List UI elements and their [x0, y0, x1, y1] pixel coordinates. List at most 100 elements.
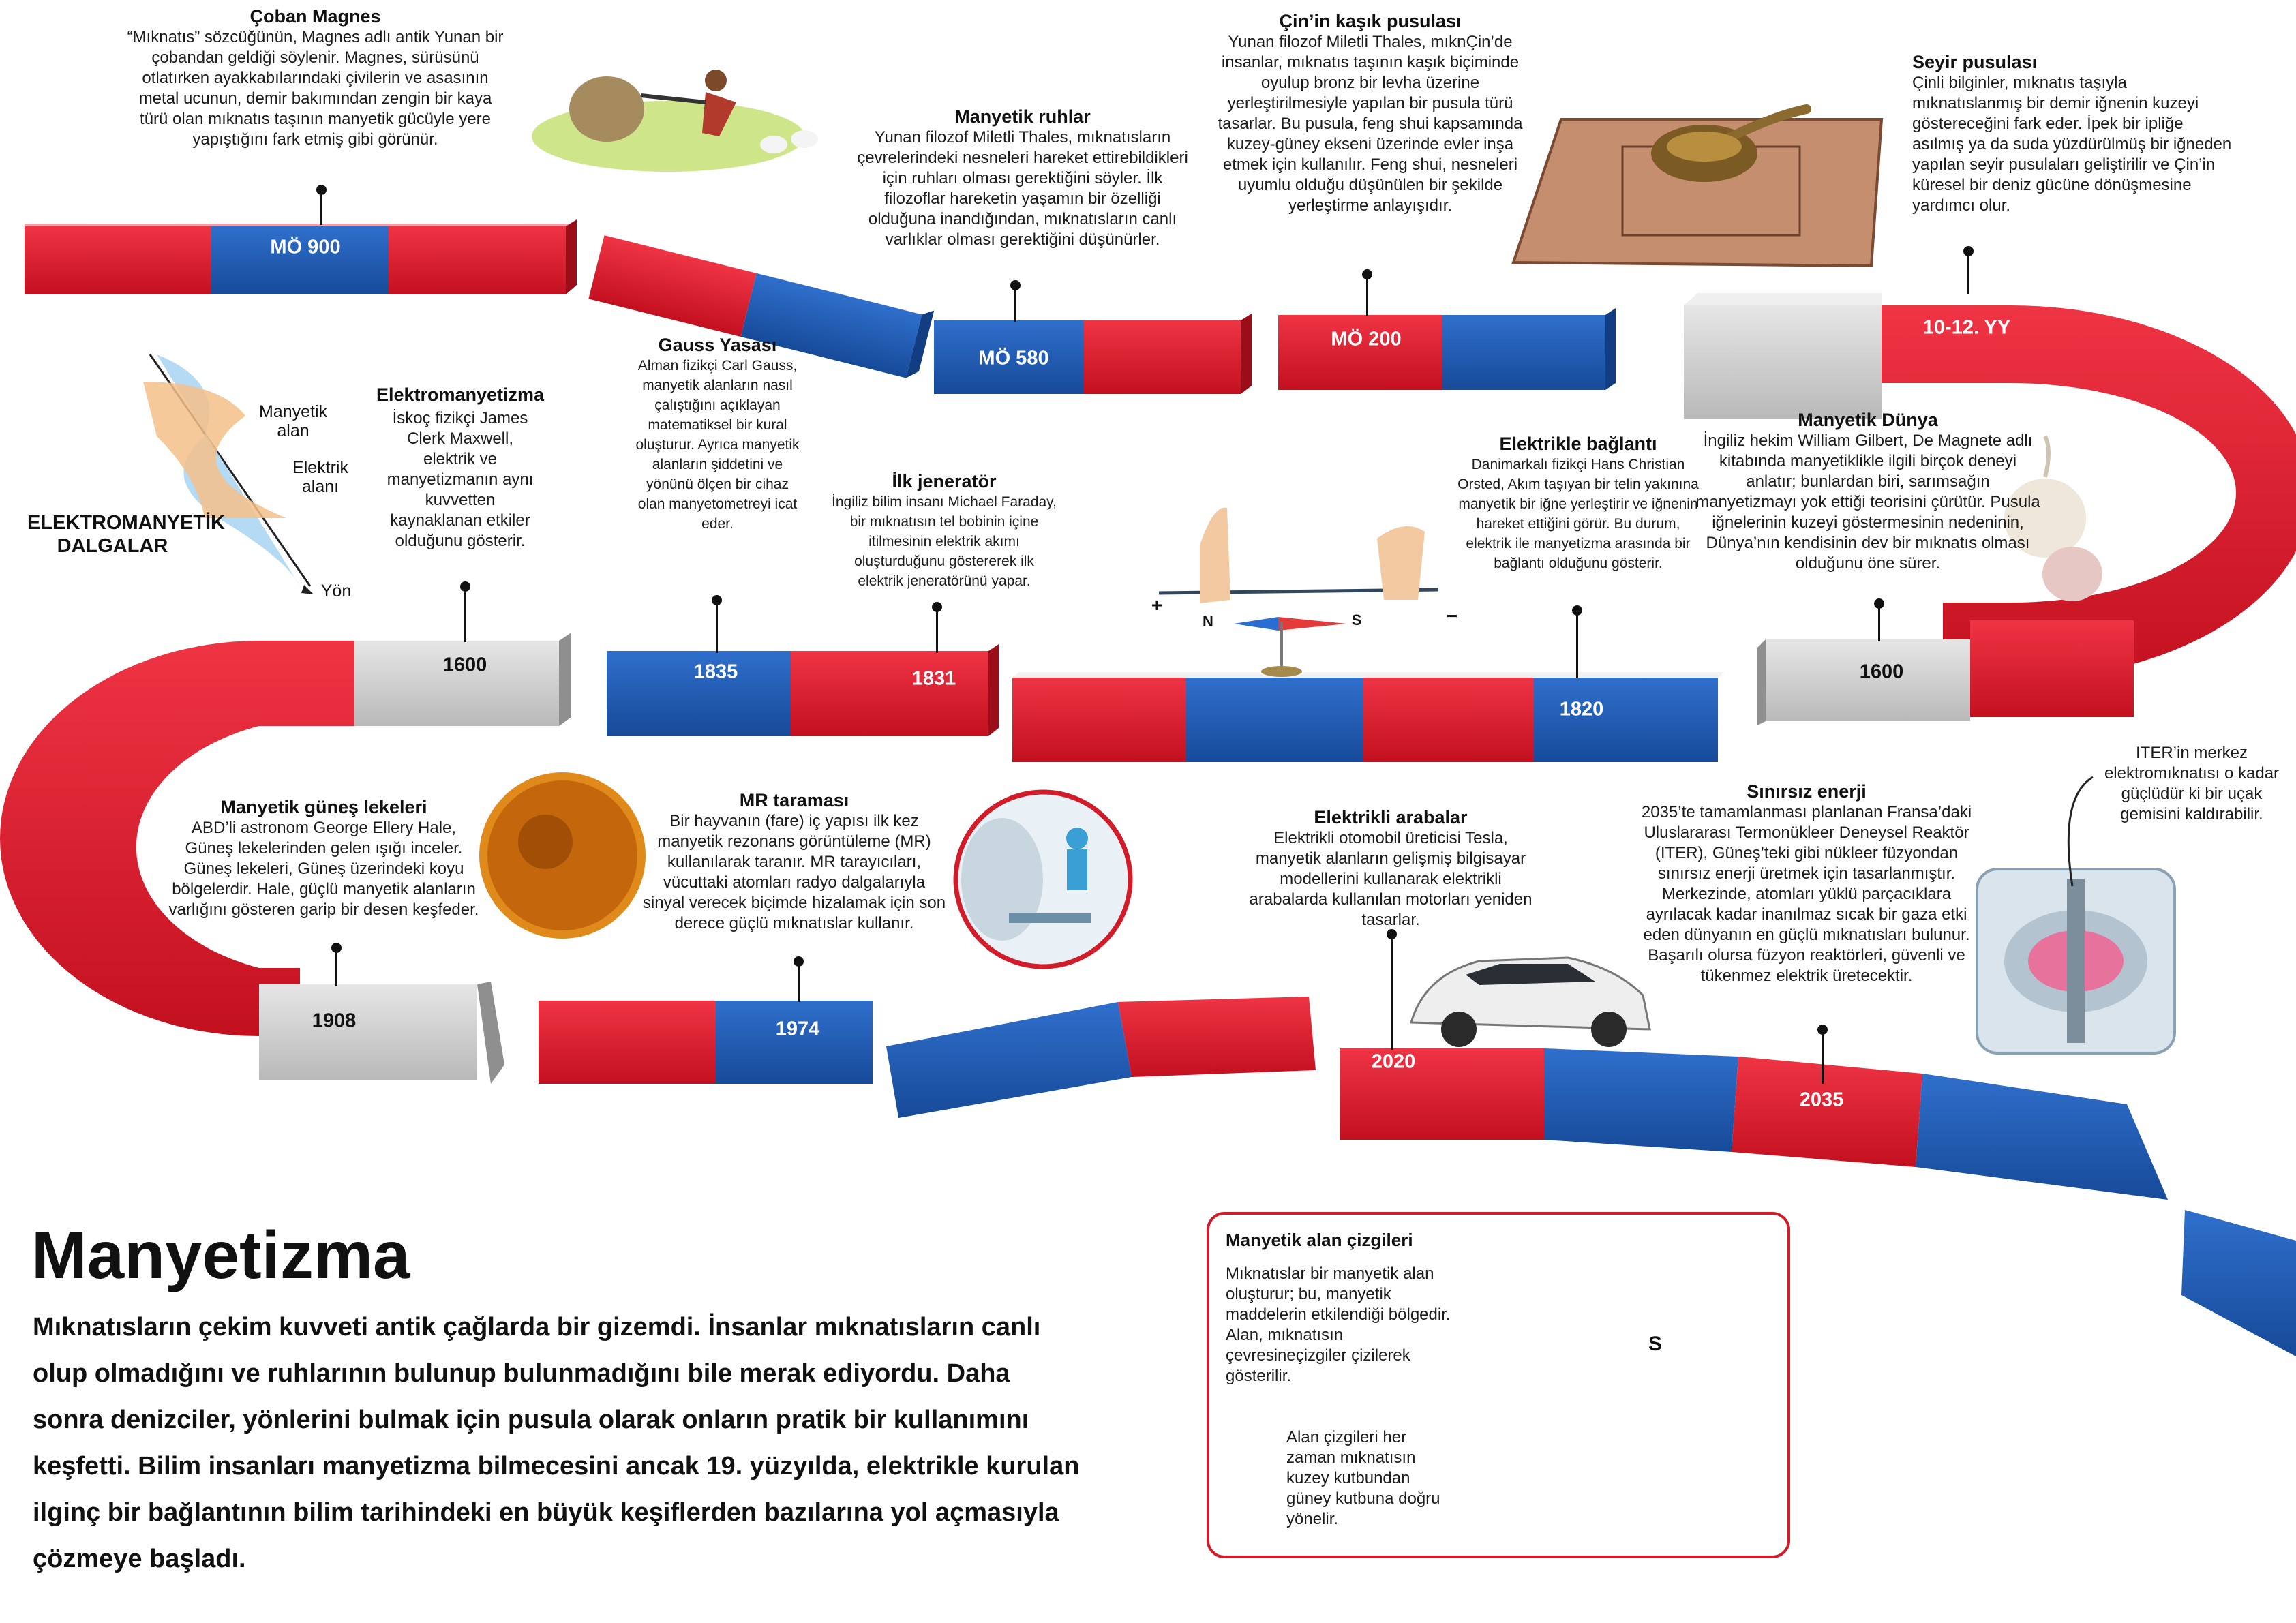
garlic-illustration — [2004, 435, 2102, 601]
event-ilk-jenerator: İlk jeneratör İngiliz bilim insanı Micha… — [832, 470, 1057, 591]
magnet-bar-tilted — [588, 235, 935, 378]
magnet-u-right — [1684, 293, 2296, 680]
magnet-bar-mo580 — [934, 314, 1252, 394]
magnet-bar-mid-bottom — [886, 997, 1316, 1118]
date-label-10-12yy: 10-12. YY — [1922, 316, 2011, 339]
date-label-2020: 2020 — [1371, 1050, 1416, 1073]
em-wave-illustration — [143, 354, 314, 594]
event-kasik-pusulasi: Çin’in kaşık pusulası Yunan filozof Mile… — [1213, 10, 1527, 216]
leader-1974 — [794, 956, 804, 1002]
iter-note: ITER’in merkez elektromıknatısı o kadar … — [2103, 743, 2280, 825]
event-text: Elektrikli otomobil üreticisi Tesla, man… — [1249, 829, 1532, 929]
event-text: İngiliz bilim insanı Michael Faraday, bi… — [832, 494, 1057, 589]
event-elektrikle-baglanti: Elektrikle bağlantı Danimarkalı fizikçi … — [1452, 433, 1704, 573]
field-box-title: Manyetik alan çizgileri — [1226, 1230, 1413, 1250]
spoon-compass-illustration — [1511, 104, 1884, 268]
mri-illustration — [953, 789, 1133, 969]
event-coban-magnes: Çoban Magnes “Mıknatıs” sözcüğünün, Magn… — [126, 5, 504, 150]
leader-mo900 — [316, 185, 327, 225]
wire-minus-mark: − — [1446, 605, 1458, 626]
date-label-mo900: MÖ 900 — [270, 236, 341, 258]
event-title: Manyetik ruhlar — [954, 106, 1091, 127]
event-title: Manyetik güneş lekeleri — [220, 797, 427, 817]
magnet-bar-mo900 — [25, 219, 577, 294]
event-text: ABD’li astronom George Ellery Hale, Güne… — [168, 819, 479, 919]
magnet-bar-1600-right — [1757, 620, 2134, 725]
date-label-1831: 1831 — [911, 667, 956, 690]
event-seyir-pusulasi: Seyir pusulası Çinli bilginler, mıknatıs… — [1905, 51, 2233, 216]
leader-10-12yy — [1963, 246, 1974, 294]
magnet-south-label: S — [1648, 1333, 1663, 1355]
event-title: Çoban Magnes — [250, 6, 381, 27]
intro-paragraph: Mıknatısların çekim kuvveti antik çağlar… — [33, 1313, 1080, 1573]
em-direction-label: Yön — [320, 581, 352, 601]
date-label-1820: 1820 — [1559, 698, 1604, 721]
leader-1835 — [712, 595, 722, 653]
magnet-north-label: N — [1543, 1333, 1558, 1355]
leader-1908 — [331, 943, 342, 986]
event-text: Yunan filozof Miletli Thales, mıknÇin’de… — [1218, 33, 1523, 215]
em-electric-label: Elektrik alanı — [292, 458, 348, 496]
magnet-bar-2020-2035 — [1340, 1048, 2168, 1200]
iter-note-text: ITER’in merkez elektromıknatısı o kadar … — [2104, 744, 2280, 823]
event-elektromanyetizma: Elektromanyetizma İskoç fizikçi James Cl… — [368, 384, 552, 551]
car-illustration — [1410, 956, 1651, 1047]
field-lines-box: Manyetik alan çizgileri Mıknatıslar bir … — [1207, 1212, 1790, 1558]
em-magnetic-label: Manyetik alan — [258, 402, 328, 440]
date-label-1835: 1835 — [693, 661, 738, 683]
event-text: Çinli bilginler, mıknatıs taşıyla mıknat… — [1912, 74, 2232, 215]
event-text: Bir hayvanın (fare) iç yapısı ilk kez ma… — [642, 812, 946, 932]
needle-south-mark: S — [1351, 611, 1362, 628]
event-text: Alman fizikçi Carl Gauss, manyetik alanl… — [635, 358, 800, 532]
event-mr-taramasi: MR taraması Bir hayvanın (fare) iç yapıs… — [641, 789, 948, 934]
event-title: Sınırsız enerji — [1747, 781, 1867, 802]
event-text: 2035’te tamamlanması planlanan Fransa’da… — [1641, 803, 1972, 985]
event-elektrikli-arabalar: Elektrikli arabalar Elektrikli otomobil … — [1241, 806, 1541, 930]
date-label-mo200: MÖ 200 — [1331, 328, 1402, 350]
event-title: İlk jeneratör — [892, 471, 997, 491]
page-title: Manyetizma — [31, 1217, 410, 1292]
date-label-1974: 1974 — [775, 1018, 820, 1040]
magnet-u-left — [0, 633, 571, 1036]
sun-illustration — [479, 772, 646, 939]
event-title: Elektromanyetizma — [376, 384, 545, 405]
event-gauss-yasasi: Gauss Yasası Alman fizikçi Carl Gauss, m… — [634, 334, 801, 534]
wire-plus-mark: + — [1151, 594, 1163, 616]
em-waves-title: ELEKTROMANYETİK DALGALAR — [27, 512, 225, 557]
event-title: Elektrikle bağlantı — [1499, 434, 1657, 454]
event-text: Danimarkalı fizikçi Hans Christian Orste… — [1457, 457, 1699, 571]
magnet-bar-mo200 — [1278, 308, 1616, 390]
iter-reactor-illustration — [1976, 868, 2176, 1055]
event-text: “Mıknatıs” sözcüğünün, Magnes adlı antik… — [127, 28, 504, 149]
event-title: Seyir pusulası — [1912, 52, 2038, 72]
date-label-2035: 2035 — [1799, 1089, 1844, 1111]
event-title: Elektrikli arabalar — [1314, 807, 1468, 828]
event-title: MR taraması — [739, 790, 849, 810]
event-title: Gauss Yasası — [658, 335, 777, 355]
date-label-1908: 1908 — [312, 1010, 357, 1032]
date-label-1600-right: 1600 — [1859, 661, 1904, 683]
event-manyetik-ruhlar: Manyetik ruhlar Yunan filozof Miletli Th… — [856, 106, 1190, 250]
magnet-bar-1974 — [539, 1001, 873, 1084]
leader-mo200 — [1362, 269, 1372, 316]
field-box-text-1: Mıknatıslar bir manyetik alan oluşturur;… — [1226, 1264, 1451, 1385]
event-gunes-lekeleri: Manyetik güneş lekeleri ABD’li astronom … — [167, 796, 481, 920]
magnet-bar-1820 — [1012, 672, 1725, 762]
magnet-bar-1835-1831 — [607, 644, 999, 736]
date-label-1600-left: 1600 — [442, 654, 487, 676]
orsted-experiment-illustration — [1158, 507, 1439, 677]
event-text: Yunan filozof Miletli Thales, mıknatısla… — [857, 128, 1188, 249]
leader-mo580 — [1010, 280, 1021, 322]
leader-1600-right — [1874, 598, 1884, 641]
iter-pointer — [2067, 776, 2094, 887]
date-label-mo580: MÖ 580 — [978, 347, 1049, 369]
leader-2020 — [1387, 929, 1397, 1050]
leader-1820 — [1572, 605, 1582, 678]
needle-north-mark: N — [1203, 613, 1213, 630]
event-title: Manyetik Dünya — [1798, 410, 1938, 430]
leader-1600-left — [460, 581, 470, 642]
shepherd-illustration — [532, 70, 818, 172]
leader-1831 — [932, 602, 942, 653]
event-title: Çin’in kaşık pusulası — [1279, 11, 1462, 31]
